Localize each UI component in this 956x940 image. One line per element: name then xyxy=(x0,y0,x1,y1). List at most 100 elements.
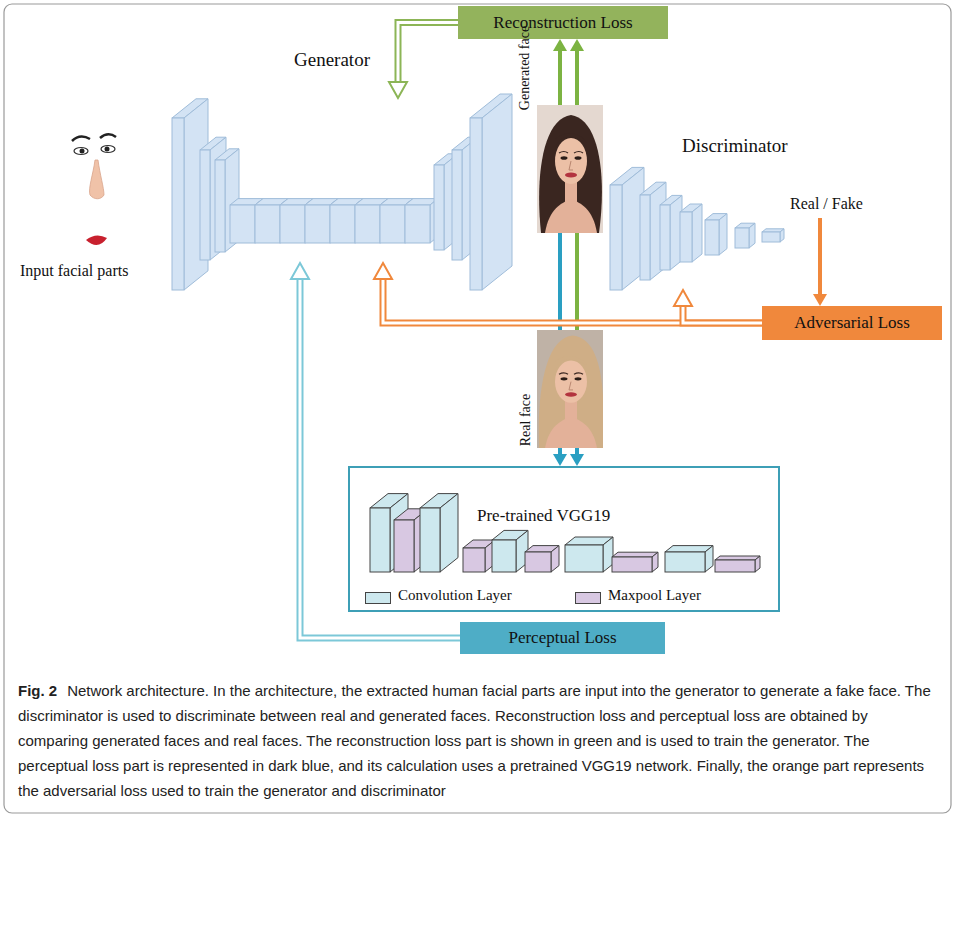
shoulders xyxy=(545,199,597,233)
discriminator-drawing xyxy=(610,167,784,290)
layer-block xyxy=(715,556,760,572)
node-label: Real face xyxy=(518,394,534,446)
connector-arrow xyxy=(389,23,458,99)
layer-front xyxy=(612,557,652,572)
connector-line-inner xyxy=(398,23,458,84)
connector-arrow xyxy=(553,39,567,105)
lips xyxy=(86,235,107,245)
face-skin xyxy=(555,138,587,184)
arrow-head xyxy=(570,454,584,466)
arrow-head xyxy=(570,39,584,51)
text-label: Input facial parts xyxy=(20,262,128,280)
layer-front xyxy=(715,560,755,572)
eye xyxy=(575,377,582,380)
eyebrow xyxy=(559,152,568,154)
connector-line xyxy=(300,278,460,638)
layer-front xyxy=(463,548,485,572)
legend-text: Convolution Layer xyxy=(398,587,512,604)
generator-drawing xyxy=(172,94,512,290)
connector-line-inner xyxy=(383,278,762,323)
arrow-head xyxy=(553,39,567,51)
hair xyxy=(539,115,602,233)
node-label: Generator xyxy=(294,49,370,71)
layer-front xyxy=(305,205,330,243)
node-label: Generated face xyxy=(517,26,533,110)
pupil xyxy=(80,149,85,154)
layer-front xyxy=(492,540,516,572)
layer-block xyxy=(565,537,613,572)
real-face-image: Real face xyxy=(537,330,603,448)
connector-line xyxy=(558,50,562,105)
connector-line-inner xyxy=(683,305,762,323)
layer-front xyxy=(215,160,225,252)
layer-front xyxy=(420,508,440,572)
layer-block xyxy=(525,546,559,572)
connector-arrow xyxy=(570,448,584,466)
layer-front xyxy=(280,205,305,243)
layer-front xyxy=(330,205,355,243)
layer-block xyxy=(680,204,702,262)
face-skin xyxy=(555,360,587,402)
layer-block xyxy=(420,494,458,572)
layer-front xyxy=(525,552,551,572)
connector-line xyxy=(575,448,579,455)
legend-swatch xyxy=(365,592,391,604)
eye xyxy=(74,148,88,155)
node-label: Reconstruction Loss xyxy=(493,13,632,33)
nose xyxy=(569,161,573,170)
hair xyxy=(539,336,603,448)
layer-side xyxy=(755,556,760,572)
layer-front xyxy=(452,150,462,260)
layer-front xyxy=(735,228,749,248)
loss-box: Adversarial Loss xyxy=(762,306,942,340)
layer-side xyxy=(440,494,458,572)
layer-side xyxy=(482,94,512,290)
output-arrow xyxy=(813,218,827,306)
layer-front xyxy=(640,195,650,280)
eyebrow xyxy=(559,373,568,374)
hair-fringe xyxy=(555,133,587,151)
node-label: Discriminator xyxy=(682,135,788,157)
layer-block xyxy=(665,546,713,572)
layer-front xyxy=(380,205,405,243)
layer-front xyxy=(255,205,280,243)
face-photo xyxy=(537,330,603,448)
face-photo xyxy=(537,105,603,233)
loss-box: Reconstruction Loss xyxy=(458,6,668,39)
pupil xyxy=(105,147,110,152)
layer-block xyxy=(735,223,755,248)
photo-background xyxy=(537,330,603,448)
layer-front xyxy=(405,205,430,243)
layer-front xyxy=(434,165,444,250)
lips xyxy=(565,173,577,178)
eyebrow xyxy=(574,373,583,374)
generator-network: Generator xyxy=(172,98,522,263)
legend-swatch xyxy=(575,592,601,604)
legend-text: Maxpool Layer xyxy=(608,587,701,604)
eyebrow xyxy=(100,134,116,138)
layer-top xyxy=(612,552,658,557)
figure-caption: Fig. 2Network architecture. In the archi… xyxy=(18,678,938,803)
figure-frame xyxy=(4,4,951,813)
connector-arrow xyxy=(374,263,762,323)
layer-front xyxy=(660,205,670,270)
photo-background xyxy=(537,105,603,233)
layer-block xyxy=(660,195,682,270)
layer-side xyxy=(719,214,727,255)
layer-block xyxy=(492,530,528,572)
layer-top xyxy=(715,556,760,560)
figure-number: Fig. 2 xyxy=(18,682,57,699)
layer-front xyxy=(565,545,603,572)
layer-side xyxy=(692,204,702,262)
caption-text: Network architecture. In the architectur… xyxy=(18,682,931,799)
layer-front xyxy=(470,118,482,290)
layer-front xyxy=(705,220,719,255)
layer-front xyxy=(665,552,705,572)
nose xyxy=(569,382,573,390)
arrow-head xyxy=(291,263,309,279)
shoulders xyxy=(545,417,597,448)
layer-front xyxy=(394,520,414,572)
